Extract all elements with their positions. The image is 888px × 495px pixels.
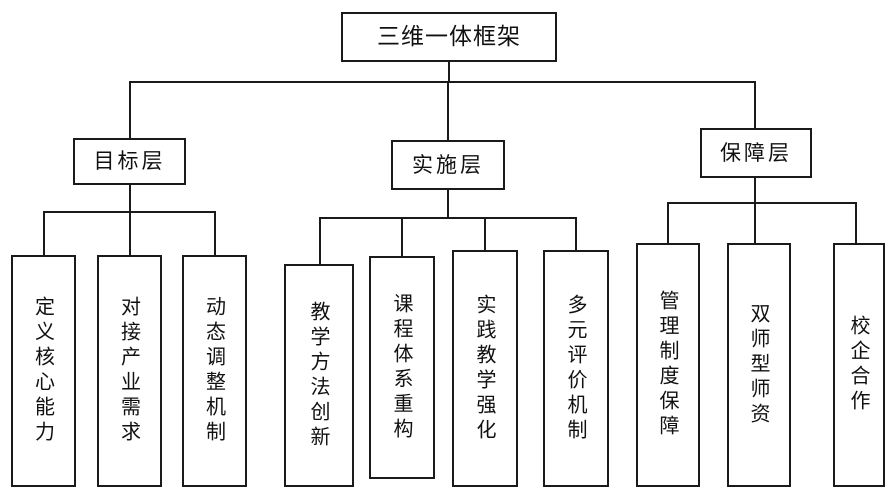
node-leaf-school-enterprise-cooperation[interactable]: 校企合作	[833, 243, 885, 487]
node-level2-support[interactable]: 保障层	[700, 128, 812, 178]
node-leaf-multi-evaluation[interactable]: 多元评价机制	[543, 250, 609, 487]
node-leaf-industry-demand[interactable]: 对接产业需求	[97, 255, 162, 487]
connector-implement-stem	[447, 190, 449, 218]
node-leaf-label: 多元评价机制	[564, 293, 588, 444]
node-leaf-label: 定义核心能力	[31, 296, 56, 446]
node-leaf-dynamic-adjust[interactable]: 动态调整机制	[182, 255, 247, 487]
connector-support-drop-1	[667, 202, 669, 243]
node-leaf-curriculum-restructure[interactable]: 课程体系重构	[369, 256, 435, 479]
node-leaf-practical-teaching[interactable]: 实践教学强化	[452, 250, 518, 487]
connector-root-stem	[448, 62, 450, 82]
node-root-label: 三维一体框架	[377, 23, 521, 50]
node-level2-goal-label: 目标层	[93, 149, 166, 174]
connector-support-drop-2	[754, 202, 756, 243]
connector-drop-implement	[447, 81, 449, 140]
node-leaf-label: 教学方法创新	[307, 300, 331, 451]
connector-implement-drop-3	[484, 217, 486, 251]
node-leaf-label: 动态调整机制	[202, 296, 227, 446]
node-root-framework[interactable]: 三维一体框架	[341, 12, 557, 62]
connector-goal-drop-2	[129, 211, 131, 255]
connector-support-drop-3	[855, 202, 857, 243]
node-leaf-label: 对接产业需求	[117, 296, 142, 446]
node-level2-goal[interactable]: 目标层	[73, 138, 186, 185]
connector-support-stem	[754, 178, 756, 203]
node-level2-implement-label: 实施层	[412, 152, 484, 177]
connector-implement-drop-1	[319, 217, 321, 265]
node-leaf-label: 管理制度保障	[656, 290, 680, 440]
connector-implement-bus	[319, 217, 577, 219]
node-leaf-label: 校企合作	[847, 315, 871, 415]
node-leaf-label: 课程体系重构	[390, 292, 414, 443]
connector-goal-drop-1	[43, 211, 45, 255]
connector-support-bus	[667, 202, 857, 204]
connector-drop-support	[754, 81, 756, 128]
connector-implement-drop-4	[575, 217, 577, 251]
node-leaf-management-system[interactable]: 管理制度保障	[636, 243, 700, 487]
node-level2-support-label: 保障层	[720, 140, 792, 165]
node-leaf-dual-qualified-faculty[interactable]: 双师型师资	[727, 243, 791, 487]
node-leaf-define-core-ability[interactable]: 定义核心能力	[11, 255, 76, 487]
connector-goal-drop-3	[214, 211, 216, 255]
connector-goal-stem	[129, 185, 131, 212]
node-leaf-label: 实践教学强化	[473, 293, 497, 444]
node-level2-implement[interactable]: 实施层	[391, 140, 505, 190]
node-leaf-label: 双师型师资	[747, 302, 771, 428]
connector-implement-drop-2	[401, 217, 403, 257]
connector-level2-bus	[129, 81, 756, 83]
connector-drop-goal	[129, 81, 131, 138]
node-leaf-teaching-method-innovation[interactable]: 教学方法创新	[284, 264, 354, 487]
